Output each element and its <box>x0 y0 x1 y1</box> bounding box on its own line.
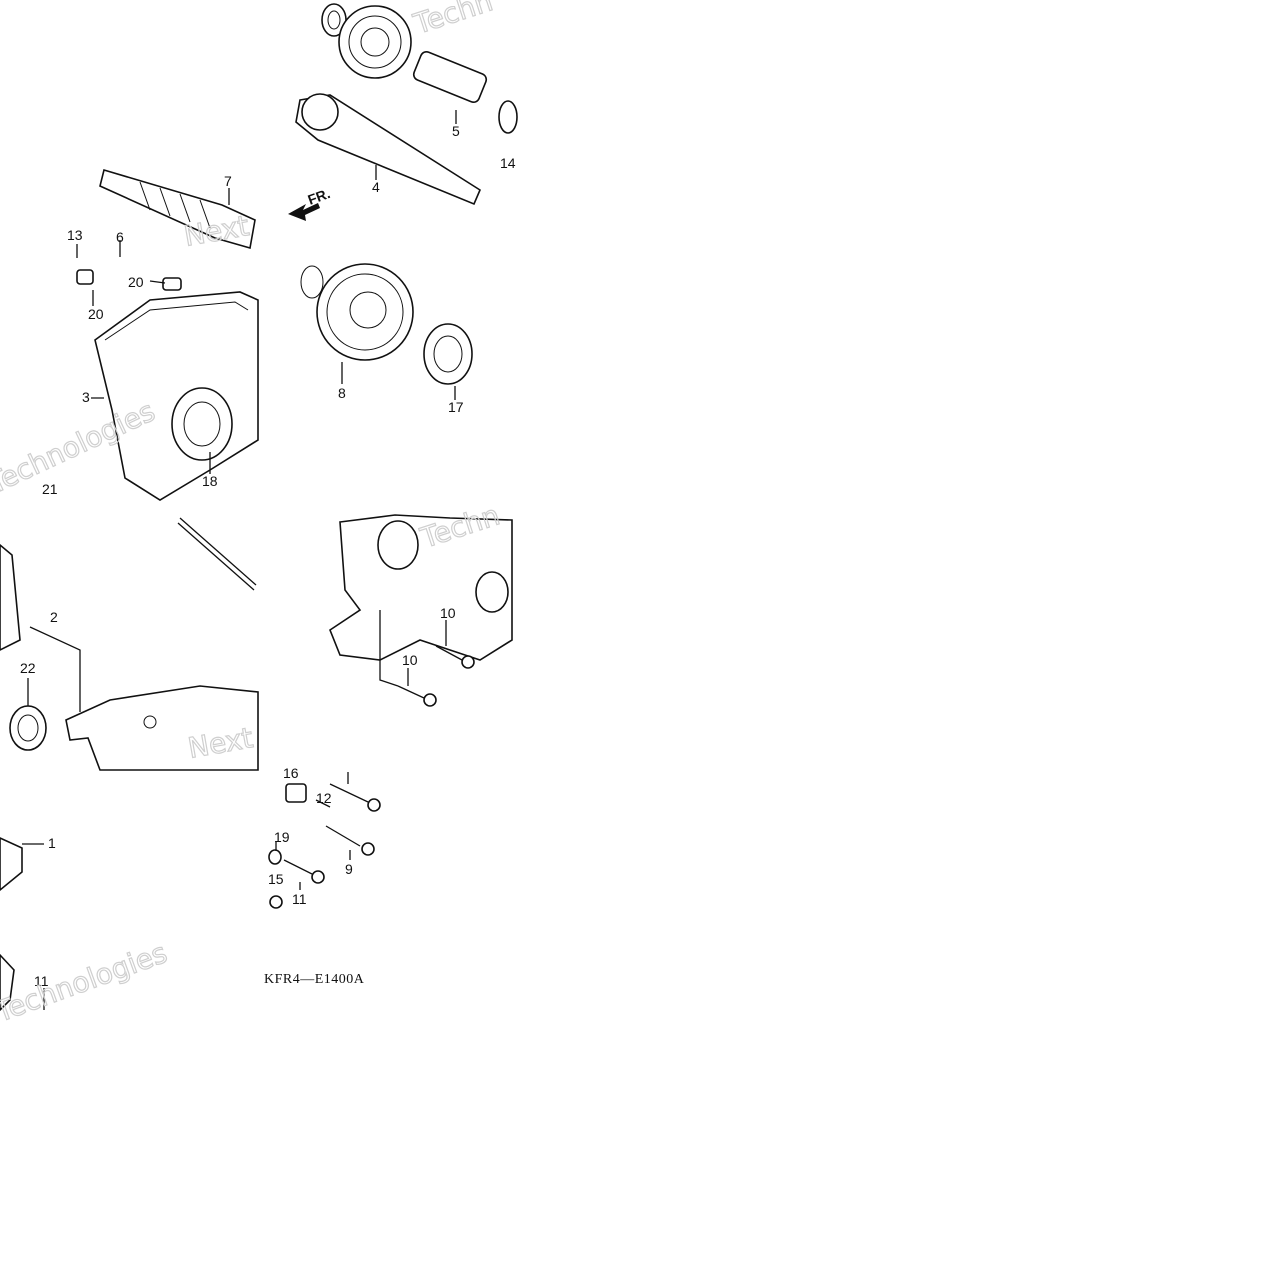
callout-19: 19 <box>274 829 290 845</box>
callout-13: 13 <box>67 227 83 243</box>
callouts: 1 2 3 4 5 6 7 8 9 10 10 11 12 13 14 15 1… <box>20 123 516 989</box>
callout-8: 8 <box>338 385 346 401</box>
bearing-17 <box>423 323 473 385</box>
leader-lines <box>22 110 457 1010</box>
bearing-18 <box>171 387 233 461</box>
callout-14: 14 <box>500 155 516 171</box>
case-cover-left <box>0 543 21 651</box>
direction-label: FR. <box>306 185 333 208</box>
callout-9: 9 <box>345 861 353 877</box>
callout-4: 4 <box>372 179 380 195</box>
gear-8 <box>316 263 414 361</box>
washer-14 <box>498 100 518 134</box>
seal-22 <box>9 705 47 751</box>
callout-11: 11 <box>292 891 307 907</box>
callout-15: 15 <box>268 871 284 887</box>
bolt-11 <box>283 859 325 884</box>
case-corner-lower <box>0 953 15 1012</box>
direction-arrow <box>288 203 320 221</box>
callout-2: 2 <box>50 609 58 625</box>
bolt-10a <box>435 645 475 669</box>
watermark-6: Technologies <box>0 936 171 1029</box>
case-outline-1 <box>0 837 23 892</box>
bolt-9a <box>329 783 381 812</box>
bolt-10b <box>397 685 437 707</box>
bolt-9b <box>325 825 375 856</box>
crankcase-right <box>329 514 513 661</box>
diagram-code: KFR4—E1400A <box>264 972 365 987</box>
callout-17: 17 <box>448 399 464 415</box>
callout-22: 22 <box>20 660 36 676</box>
bolt-9c <box>269 895 283 909</box>
shaft-4 <box>295 93 482 206</box>
watermarks: Techn Next Technologies Techn Next Techn… <box>0 0 504 1030</box>
callout-11b: 11 <box>34 973 49 989</box>
plug-12 <box>285 783 307 803</box>
callout-7: 7 <box>224 173 232 189</box>
gear-top-small <box>321 3 412 79</box>
rod <box>177 517 257 591</box>
callout-5: 5 <box>452 123 460 139</box>
shaft-5 <box>412 50 488 104</box>
callout-21: 21 <box>42 481 58 497</box>
callout-10a: 10 <box>440 605 456 621</box>
callout-3: 3 <box>82 389 90 405</box>
shaft-7 <box>99 168 256 250</box>
cover-2 <box>65 685 259 771</box>
callout-20a: 20 <box>128 274 144 290</box>
callout-6: 6 <box>116 229 124 245</box>
washer-15 <box>268 849 282 865</box>
gasket-3 <box>94 291 259 501</box>
callout-10b: 10 <box>402 652 418 668</box>
watermark-1: Techn <box>409 0 497 41</box>
callout-20b: 20 <box>88 306 104 322</box>
callout-16: 16 <box>283 765 299 781</box>
dowel-pin-20a <box>76 269 94 285</box>
callout-18: 18 <box>202 473 218 489</box>
ring-16 <box>300 265 324 299</box>
callout-12: 12 <box>316 790 332 806</box>
dowel-pin-20b <box>162 277 182 291</box>
callout-1: 1 <box>48 835 56 851</box>
